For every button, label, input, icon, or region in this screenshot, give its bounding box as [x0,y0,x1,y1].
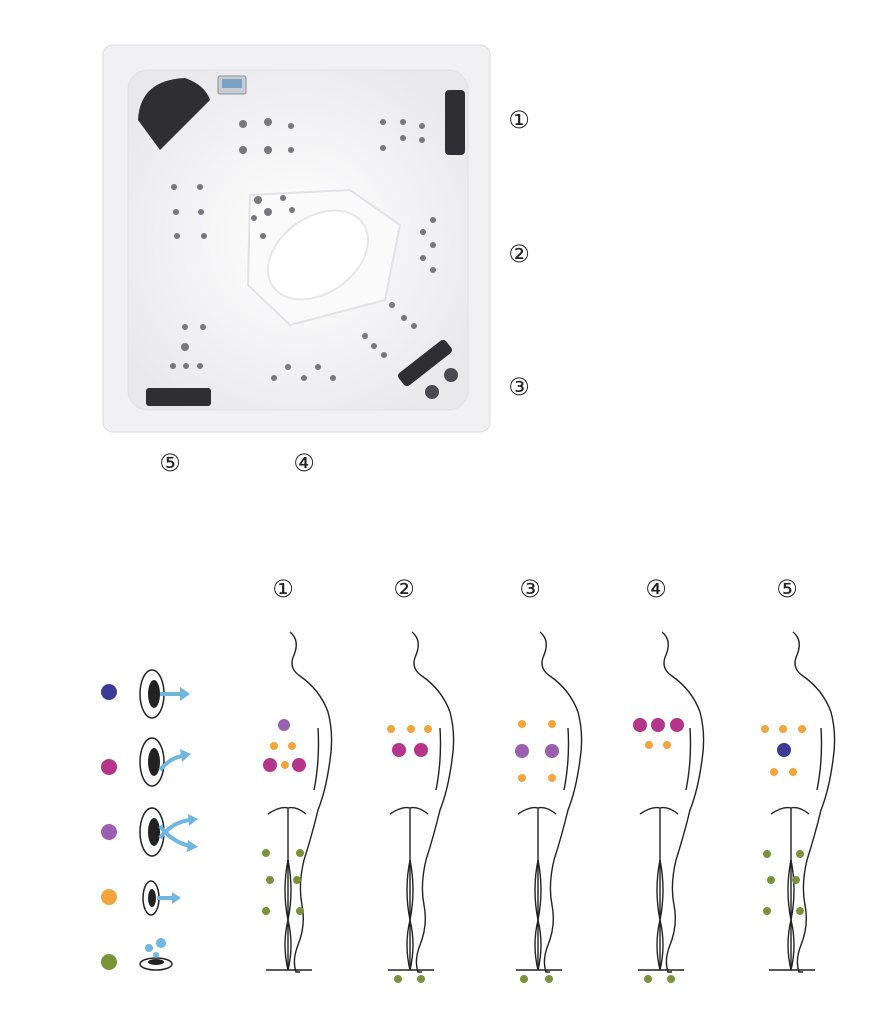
body-outline-stroke [661,631,705,973]
massage-point-orange [789,768,797,776]
massage-point-green [520,975,528,983]
massage-point-orange [798,725,806,733]
massage-point-magenta [392,743,406,757]
tub-jets [170,118,436,381]
massage-point-orange [281,761,289,769]
massage-point-magenta [263,758,277,772]
body-figure-2 [387,631,455,983]
massage-point-orange [518,720,526,728]
headrest-lounge [138,78,210,150]
body-figure-5 [761,631,836,973]
label-seat-2: ② [508,240,530,268]
massage-point-purple [278,719,290,731]
body-figure-4 [633,631,705,983]
massage-point-magenta [292,758,306,772]
body-figure-1 [262,631,333,973]
massage-point-green [767,876,775,884]
body-figure-3 [515,631,583,983]
body-outline-stroke [685,727,692,791]
body-outline-stroke [792,631,836,973]
body-outline-stroke [639,806,679,815]
body-outline-stroke [411,631,455,973]
body-outline-stroke [656,859,664,971]
legend-dot-magenta [101,759,117,775]
massage-point-purple [545,744,559,758]
massage-point-green [262,849,270,857]
body-outline-stroke [539,631,583,973]
body-outline-stroke [770,806,810,815]
body-outline-stroke [284,859,292,971]
body-outline-stroke [534,859,542,971]
jet-legend [101,669,198,971]
label-seat-4-tub: ④ [293,449,315,477]
massage-point-magenta [651,718,665,732]
massage-point-green [296,907,304,915]
figure-label-1: ① [272,575,294,603]
massage-point-green [792,876,800,884]
headrest-seat-5 [146,388,211,406]
body-outline-stroke [517,806,557,815]
body-outline-stroke [313,727,320,791]
massage-point-green [262,907,270,915]
legend-dot-green [101,954,117,970]
massage-point-orange [407,725,415,733]
rotating-jet-icon [139,807,198,857]
foot-bubbles-icon [139,938,173,971]
massage-point-green [293,876,301,884]
massage-point-orange [761,725,769,733]
massage-point-orange [779,725,787,733]
massage-point-orange [518,774,526,782]
body-outline-stroke [563,727,570,791]
figure-label-5: ⑤ [776,575,798,603]
figure-label-2: ② [393,575,415,603]
massage-point-green [763,850,771,858]
body-outline-stroke [816,727,823,791]
curved-jet-icon [139,737,191,787]
massage-point-green [394,975,402,983]
massage-point-navy [777,743,791,757]
massage-point-green [667,975,675,983]
body-figures [262,631,836,983]
body-outline-stroke [289,631,333,973]
label-seat-1: ① [508,106,530,134]
massage-point-magenta [670,718,684,732]
massage-point-orange [645,741,653,749]
label-seat-3: ③ [508,373,530,401]
massage-point-magenta [633,718,647,732]
massage-point-orange [270,742,278,750]
figure-label-3: ③ [519,575,541,603]
massage-point-orange [548,774,556,782]
massage-point-orange [770,768,778,776]
massage-point-green [644,975,652,983]
body-outline-stroke [267,806,307,815]
body-outline-stroke [389,806,429,815]
massage-point-green [266,876,274,884]
headrest-seat-3 [398,339,452,387]
massage-point-purple [515,744,529,758]
legend-dot-orange [101,889,117,905]
straight-jet-icon [139,669,190,719]
body-outline-stroke [406,859,414,971]
massage-point-orange [288,742,296,750]
massage-point-green [763,907,771,915]
body-outline-stroke [435,727,442,791]
massage-point-orange [548,720,556,728]
small-jet-icon [142,880,181,916]
legend-dot-purple [101,824,117,840]
massage-point-green [545,975,553,983]
massage-point-green [417,975,425,983]
headrest-seat-1 [445,90,465,155]
massage-point-green [796,907,804,915]
massage-point-orange [387,725,395,733]
legend-dot-navy [101,684,117,700]
massage-point-orange [663,741,671,749]
massage-point-magenta [414,743,428,757]
massage-point-orange [424,725,432,733]
massage-point-green [296,849,304,857]
spa-tub-top-view [102,44,491,433]
label-seat-5-tub: ⑤ [159,449,181,477]
figure-label-4: ④ [645,575,667,603]
massage-point-green [796,850,804,858]
